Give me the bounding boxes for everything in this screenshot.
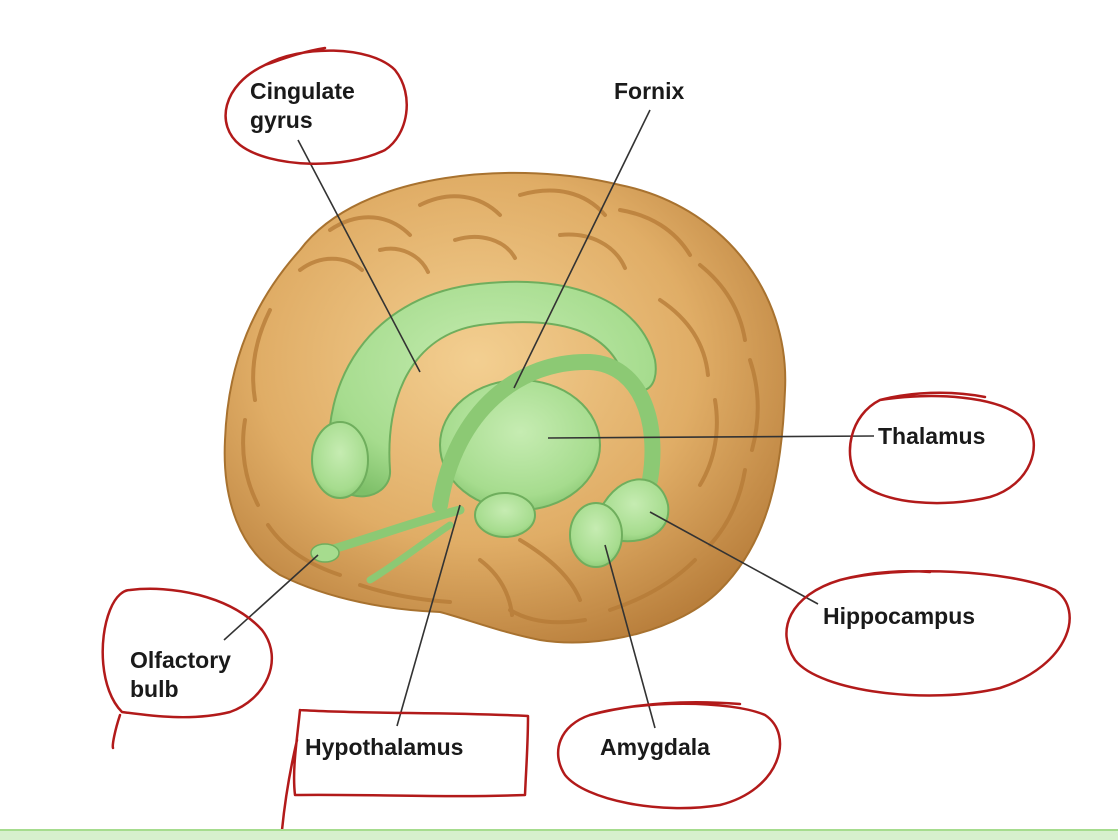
leader-hypothalamus: [396, 504, 461, 727]
label-hypothalamus: Hypothalamus: [305, 734, 464, 760]
circle-amygdala: [556, 700, 782, 810]
hand-drawn-annotations: [101, 46, 1071, 832]
label-cingulate-gyrus-line2: gyrus: [250, 107, 313, 133]
box-hypothalamus: [280, 708, 530, 832]
leader-fornix: [513, 109, 651, 389]
label-olfactory-bulb-line2: bulb: [130, 676, 179, 702]
label-cingulate-gyrus: Cingulate gyrus: [250, 77, 355, 135]
circle-hippocampus: [785, 570, 1071, 697]
limbic-structures: [310, 280, 670, 584]
label-olfactory-bulb-line1: Olfactory: [130, 647, 231, 673]
circle-cingulate-gyrus: [224, 46, 408, 165]
circle-olfactory-bulb: [101, 587, 274, 750]
label-amygdala: Amygdala: [600, 734, 710, 760]
leader-hippocampus: [649, 511, 819, 605]
leader-cingulate-gyrus: [297, 139, 421, 373]
leader-olfactory-bulb: [223, 554, 319, 641]
label-cingulate-gyrus-line1: Cingulate: [250, 78, 355, 104]
bottom-edge-strip: [0, 829, 1118, 840]
label-olfactory-bulb: Olfactory bulb: [130, 646, 231, 704]
label-hippocampus: Hippocampus: [823, 603, 976, 629]
label-fornix: Fornix: [614, 78, 685, 104]
circle-thalamus: [848, 391, 1036, 505]
leader-lines: [223, 109, 875, 729]
leader-thalamus: [547, 435, 875, 439]
leader-amygdala: [604, 544, 656, 729]
label-thalamus: Thalamus: [878, 423, 986, 449]
